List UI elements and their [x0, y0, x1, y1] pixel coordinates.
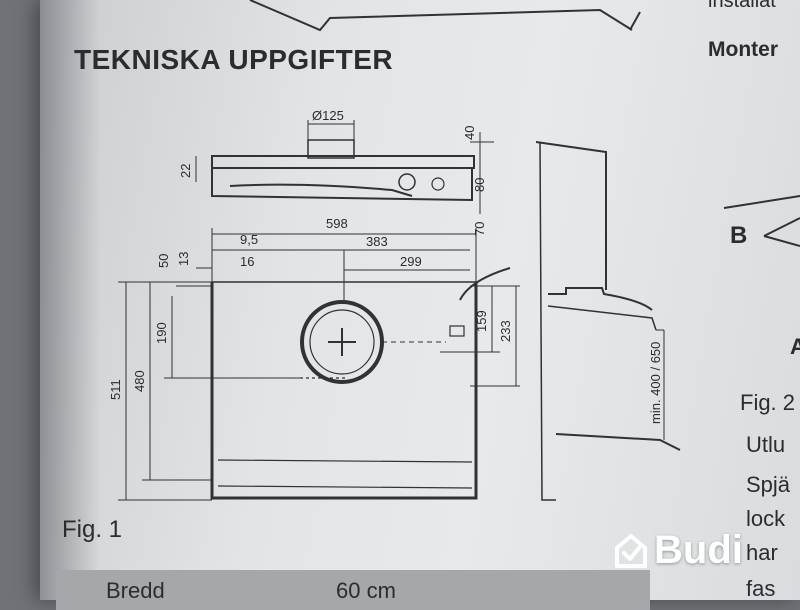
dimension-lines: [118, 120, 520, 501]
dim-16: 16: [240, 254, 254, 269]
page-shadow: [40, 0, 100, 600]
spec-table-row: Bredd 60 cm: [56, 570, 650, 610]
right-column-line-4: har: [746, 540, 778, 565]
dim-190: 190: [154, 322, 169, 344]
hood-plan-view: [210, 267, 511, 500]
hood-side-view: [211, 139, 475, 202]
house-check-icon: [615, 533, 647, 568]
figure-label-b: B: [730, 222, 748, 249]
dim-299: 299: [400, 254, 422, 269]
dim-40: 40: [462, 126, 477, 140]
dim-511: 511: [108, 379, 123, 400]
right-column-heading: Monter: [708, 38, 778, 61]
figure-2-caption: Fig. 2: [740, 390, 796, 415]
right-column-line-3: lock: [746, 506, 786, 531]
watermark-logo: Budi: [614, 528, 743, 573]
dim-side-min: min. 400 / 650: [648, 342, 663, 424]
dim-9-5: 9,5: [240, 232, 258, 247]
dim-22: 22: [178, 164, 193, 178]
watermark-text: Budi: [654, 528, 743, 572]
dim-480: 480: [132, 370, 147, 392]
right-column-line-1: Utlu: [746, 432, 786, 457]
wall-mount-diagram: [535, 141, 681, 501]
figure-b-lines: [723, 195, 800, 247]
figure-label-a: A: [790, 334, 800, 359]
right-column-line-5: fas: [746, 576, 776, 601]
dim-598: 598: [326, 216, 348, 231]
top-sketch: [249, 0, 641, 32]
dim-duct-diameter: Ø125: [312, 108, 344, 123]
right-column-line-2: Spjä: [746, 472, 791, 497]
dim-70: 70: [472, 222, 487, 236]
dim-80: 80: [472, 178, 487, 192]
right-column-top-text: installat: [708, 0, 776, 12]
spec-label-width: Bredd: [106, 578, 165, 603]
dim-159: 159: [474, 310, 489, 332]
dim-233: 233: [498, 320, 513, 342]
dim-13: 13: [176, 252, 191, 266]
figure-1-caption: Fig. 1: [62, 516, 123, 543]
dim-383: 383: [366, 234, 388, 249]
dim-50: 50: [156, 254, 171, 268]
spec-value-width: 60 cm: [336, 578, 396, 603]
section-title: TEKNISKA UPPGIFTER: [74, 44, 394, 75]
